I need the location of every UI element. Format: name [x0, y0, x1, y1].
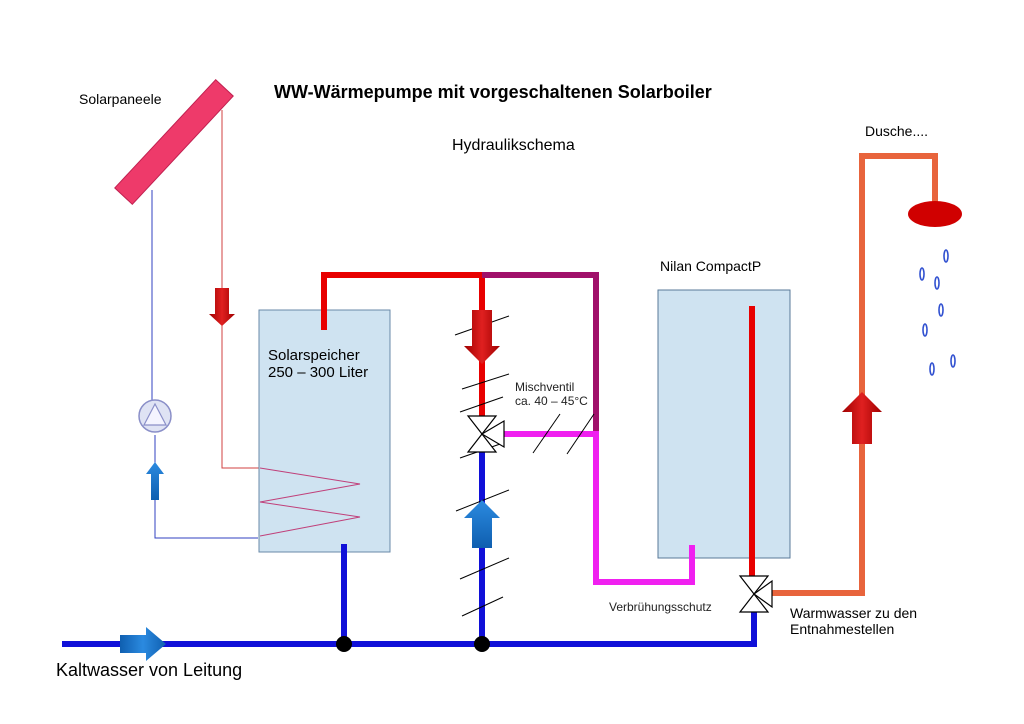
- pump-icon: [138, 399, 172, 433]
- heat-exchanger-coil: [259, 467, 361, 537]
- storage-tank-label-line1: Solarspeicher: [268, 347, 360, 364]
- hot-water-outlet-label: Warmwasser zu den Entnahmestellen: [790, 605, 917, 637]
- pipe-junction: [474, 636, 490, 652]
- solar-flow-line: [221, 110, 260, 469]
- heat-pump-label: Nilan CompactP: [660, 258, 762, 274]
- warm-bypass-pipe: [482, 272, 599, 436]
- cold-water-label: Kaltwasser von Leitung: [56, 660, 243, 680]
- mixing-valve-icon: [466, 415, 505, 453]
- flow-arrow-icon: [209, 288, 235, 326]
- diagram-title: WW-Wärmepumpe mit vorgeschaltenen Solarb…: [274, 82, 712, 102]
- shower-head-icon: [908, 201, 962, 227]
- flow-arrow-icon: [146, 462, 164, 500]
- hot-water-outlet-label-line2: Entnahmestellen: [790, 621, 895, 638]
- mixing-valve-label-line1: Mischventil: [515, 380, 575, 394]
- flow-arrow-icon: [842, 392, 882, 444]
- shower-label: Dusche....: [865, 123, 929, 139]
- solar-panels-label: Solarpaneele: [79, 91, 162, 107]
- insulation-marks: [454, 315, 595, 617]
- mixing-valve-label: Mischventil ca. 40 – 45°C: [515, 380, 588, 409]
- storage-tank-label: Solarspeicher 250 – 300 Liter: [268, 347, 368, 382]
- storage-tank-label-line2: 250 – 300 Liter: [268, 364, 369, 382]
- flow-arrow-icon: [464, 500, 500, 548]
- hot-water-outlet-label-line1: Warmwasser zu den: [790, 605, 918, 621]
- cold-water-pipes: [62, 450, 757, 647]
- scald-protection-label: Verbrühungsschutz: [609, 600, 712, 614]
- outlet-pipe: [770, 153, 938, 596]
- mixing-valve-label-line2: ca. 40 – 45°C: [515, 393, 588, 408]
- solar-return-line-lower: [154, 435, 258, 539]
- water-drop-icon: [919, 249, 956, 376]
- pipe-junction: [336, 636, 352, 652]
- flow-arrow-icon: [464, 310, 500, 364]
- mixed-water-pipe: [502, 431, 695, 585]
- solar-panel: [114, 78, 234, 206]
- scald-valve-icon: [738, 575, 773, 613]
- heat-pump-unit: [657, 289, 791, 559]
- flow-arrow-icon: [120, 627, 166, 661]
- diagram-subtitle: Hydraulikschema: [452, 137, 575, 154]
